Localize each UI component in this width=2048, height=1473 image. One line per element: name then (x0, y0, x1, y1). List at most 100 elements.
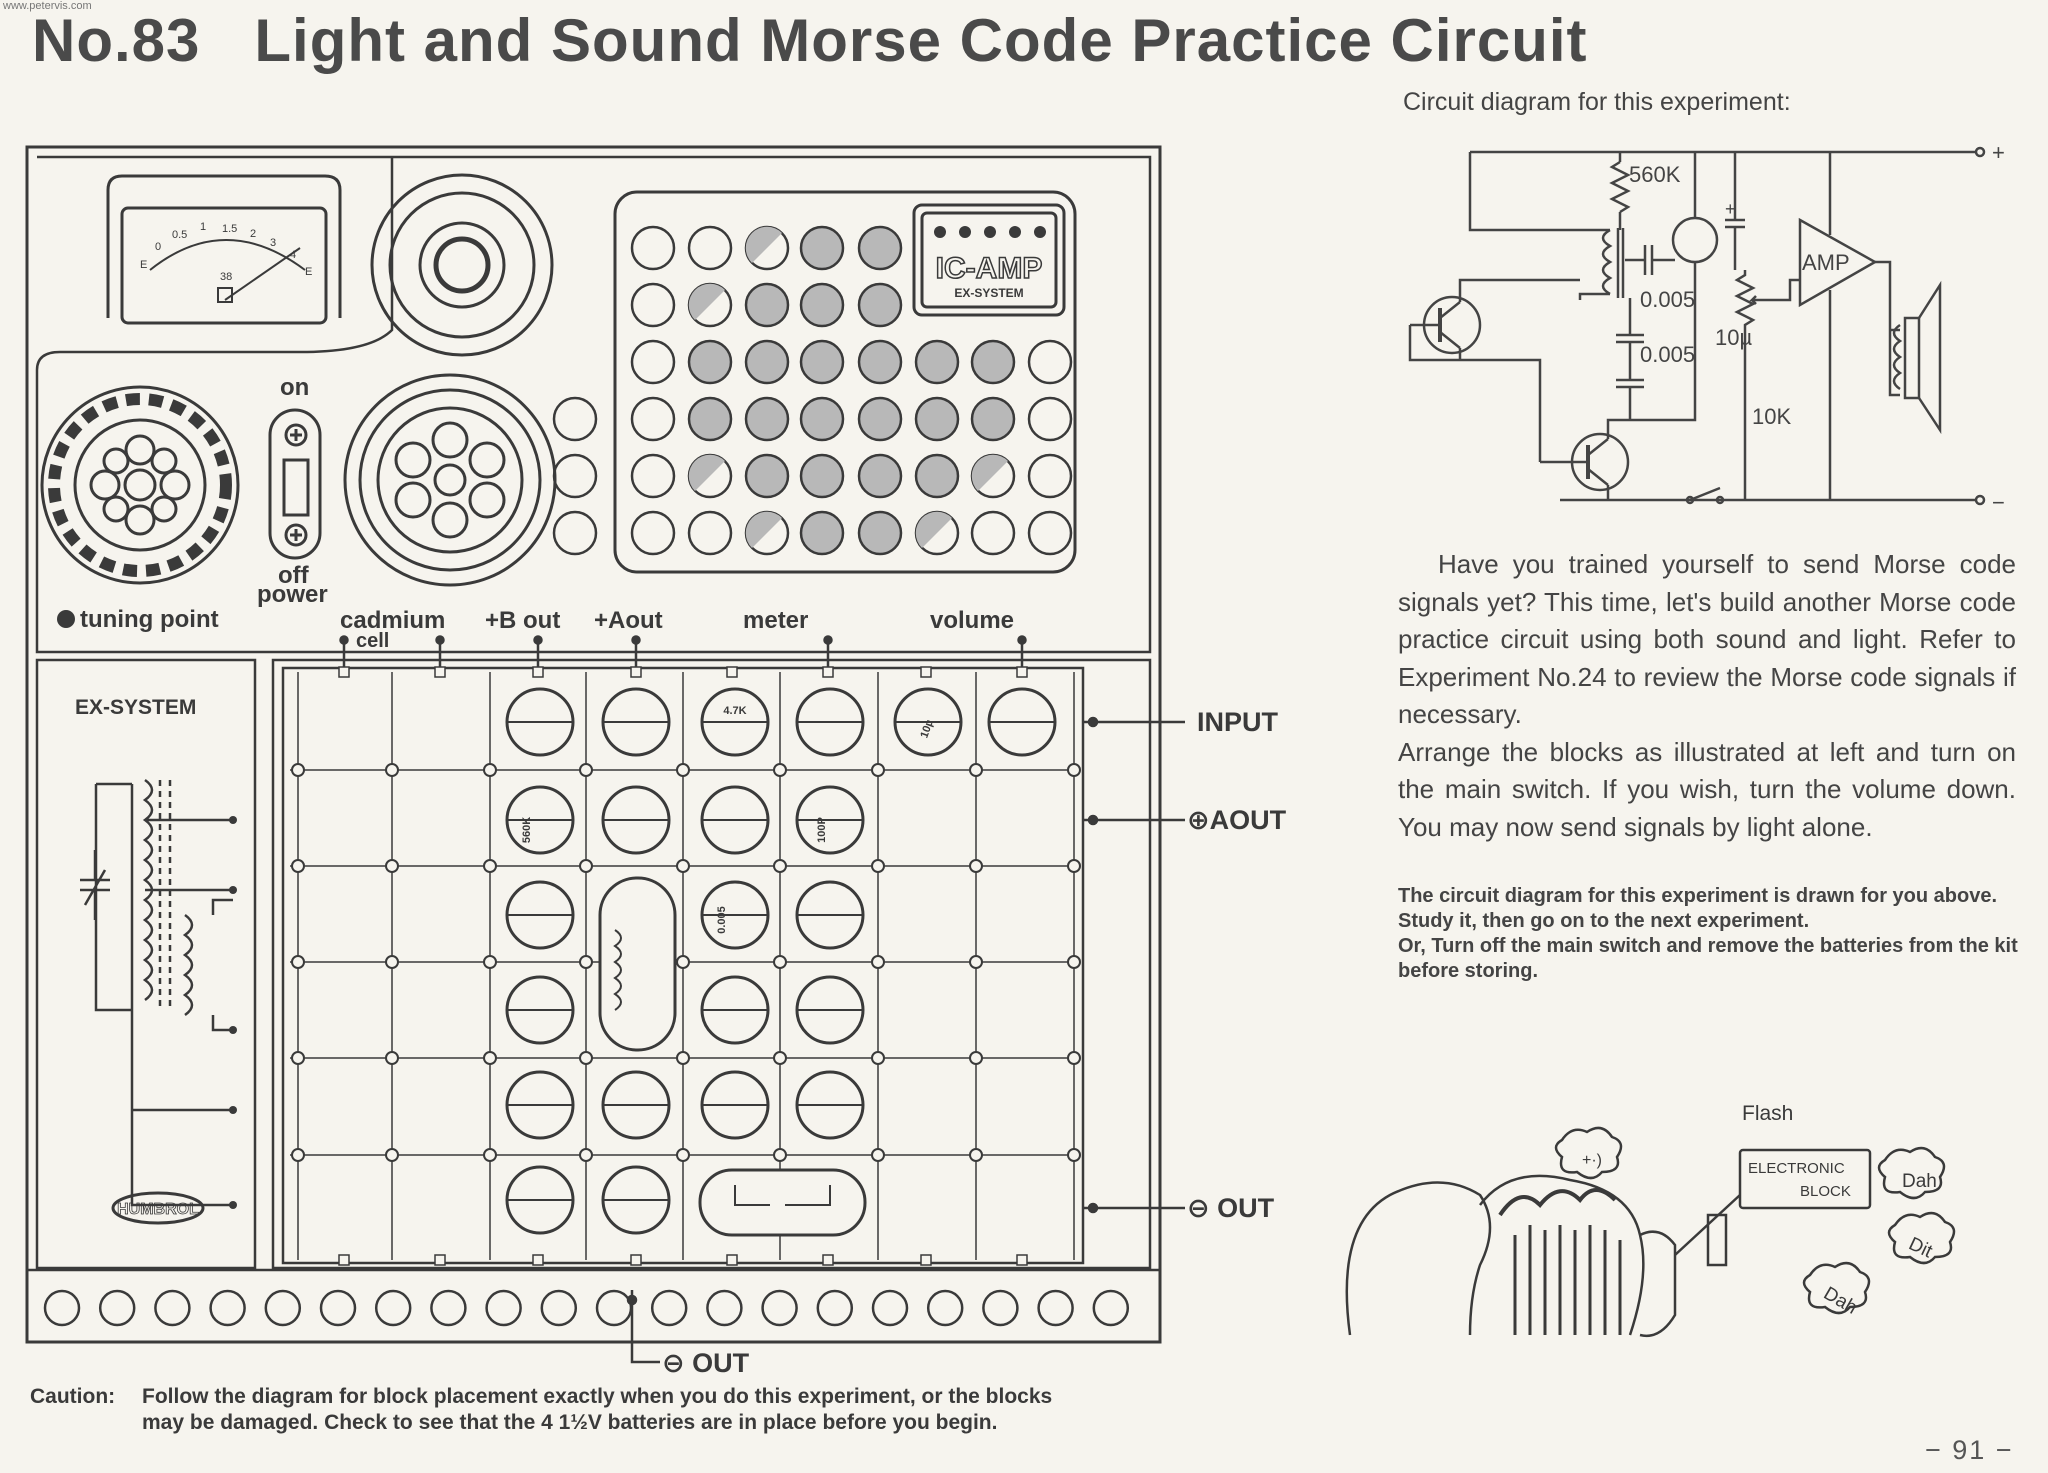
led-dot (799, 225, 845, 271)
connector-hole (264, 1289, 302, 1327)
led-dot (1027, 339, 1073, 385)
label-out-side: ⊖ OUT (1187, 1193, 1275, 1223)
led-dot (744, 339, 790, 385)
meter-scale-1: 0 (155, 241, 161, 253)
description-p2: Arrange the blocks as illustrated at lef… (1398, 736, 2016, 842)
meter-scale-5: 2 (250, 228, 256, 240)
led-dot (857, 225, 903, 271)
led-dot (552, 510, 598, 556)
circuit-diagram-heading: Circuit diagram for this experiment: (1403, 88, 1791, 116)
ic-amp-label: IC-AMP (936, 252, 1043, 285)
led-dot (630, 510, 676, 556)
label-meter: meter (743, 607, 808, 634)
cd-vr: 10K (1752, 404, 1791, 429)
cd-cap-plus: + (1725, 199, 1736, 219)
experiment-number: No.83 (32, 7, 201, 74)
connector-hole (1037, 1289, 1074, 1327)
meter-scale-2: 0.5 (172, 229, 187, 241)
meter-scale-0: E (140, 259, 147, 271)
cd-minus: − (1992, 490, 2005, 515)
connector-hole (926, 1289, 964, 1327)
led-dot (799, 282, 845, 328)
ic-amp-sub: EX-SYSTEM (954, 286, 1023, 300)
meter-scale-8: E (305, 266, 312, 278)
label-tuning-point: tuning point (80, 606, 219, 633)
label-out-bottom: ⊖ OUT (662, 1348, 750, 1378)
power-switch (268, 408, 322, 560)
block-value-label: 10µ (918, 718, 936, 740)
experiment-title: Light and Sound Morse Code Practice Circ… (254, 7, 1588, 74)
led-dot (630, 339, 676, 385)
meter-scale-7: 4 (290, 249, 296, 261)
led-dot (857, 396, 903, 442)
connector-hole (209, 1289, 246, 1327)
block-value-label: 560K (521, 817, 533, 843)
caution-line2: may be damaged. Check to see that the 4 … (142, 1411, 998, 1434)
led-dot (857, 453, 903, 499)
meter-icon (106, 174, 342, 325)
speaker-icon (370, 173, 554, 357)
cd-plus: + (1992, 140, 2005, 165)
transformer-icon (80, 778, 233, 1207)
led-dot (1027, 453, 1073, 499)
led-dot (744, 282, 790, 328)
label-cell: cell (356, 630, 389, 652)
connector-hole (982, 1289, 1019, 1327)
label-off: off (278, 562, 310, 589)
block-value-label: 4.7K (723, 705, 746, 717)
cartoon-electronic: ELECTRONIC (1748, 1160, 1845, 1177)
led-dot (744, 396, 790, 442)
caution-note: Caution: Follow the diagram for block pla… (30, 1384, 1170, 1436)
transformer-block (598, 876, 677, 1052)
led-dot (630, 282, 676, 328)
label-aout: +Aout (594, 607, 663, 634)
caution-line1: Follow the diagram for block placement e… (142, 1385, 1053, 1408)
led-dot (799, 510, 845, 556)
led-dot (970, 339, 1016, 385)
block-value-label: 100P (816, 817, 828, 843)
cartoon-flash: Flash (1742, 1105, 1793, 1125)
note-line1: The circuit diagram for this experiment … (1398, 885, 1998, 932)
volume-dial-icon (343, 373, 557, 587)
caution-label: Caution: (30, 1385, 116, 1408)
connector-hole (540, 1289, 578, 1327)
meter-scale-6: 3 (270, 237, 276, 249)
led-dot (687, 339, 733, 385)
label-volume: volume (930, 607, 1014, 634)
led-dot (1027, 396, 1073, 442)
cartoon-illustration: Flash ELECTRONIC BLOCK +·) Dah Dit Dah (1345, 1105, 1956, 1338)
connector-hole (485, 1289, 522, 1327)
led-dot (857, 282, 903, 328)
connector-hole (595, 1289, 633, 1327)
description-p1: Have you trained yourself to send Morse … (1398, 549, 2016, 729)
tuning-dial-icon (40, 385, 240, 585)
led-dot (914, 453, 960, 499)
cartoon-bubble: +·) (1582, 1152, 1602, 1169)
led-dot (857, 339, 903, 385)
kit-illustration: E 0 0.5 1 1.5 2 3 4 E 38 (25, 145, 1287, 1378)
connector-hole (98, 1289, 136, 1327)
note-line2: Or, Turn off the main switch and remove … (1398, 935, 2018, 982)
led-dot (799, 396, 845, 442)
cd-amp: AMP (1802, 250, 1850, 275)
tuning-point-dot (57, 610, 75, 628)
led-dot (799, 339, 845, 385)
label-power: power (257, 581, 328, 608)
led-dot (914, 339, 960, 385)
led-dot (970, 510, 1016, 556)
description: Have you trained yourself to send Morse … (1398, 546, 2016, 846)
meter-mid: 38 (220, 271, 232, 283)
label-on: on (280, 374, 309, 401)
connector-hole (816, 1289, 854, 1327)
led-dot (687, 510, 733, 556)
page-number: − 91 − (1925, 1435, 2014, 1465)
watermark: www.petervis.com (3, 0, 92, 12)
connector-hole (319, 1289, 357, 1327)
label-cadmium: cadmium (340, 607, 445, 634)
cd-c1: 0.005 (1640, 287, 1695, 312)
connector-hole (43, 1289, 81, 1327)
study-note: The circuit diagram for this experiment … (1398, 884, 2018, 984)
connector-hole (430, 1289, 467, 1327)
led-dot (552, 396, 598, 442)
